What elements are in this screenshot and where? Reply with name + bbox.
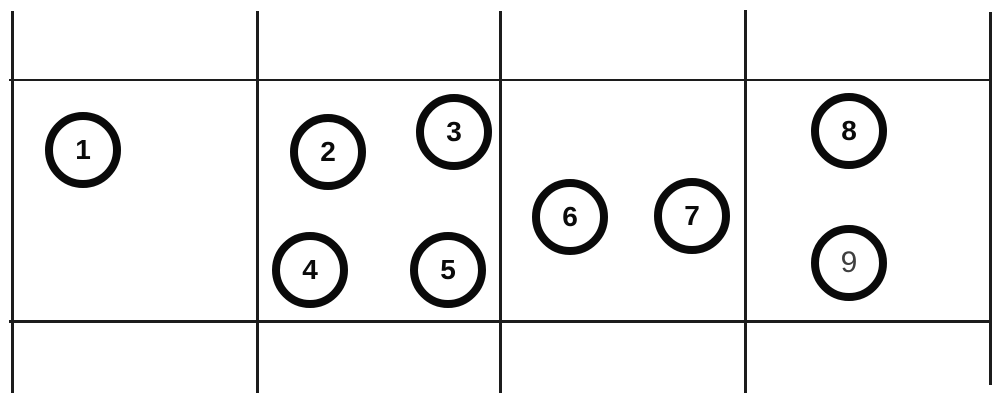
grid-horizontal-line — [9, 78, 991, 82]
counter-circle: 9 — [811, 225, 887, 301]
counter-label: 3 — [446, 116, 462, 147]
grid-vertical-line — [10, 11, 14, 393]
counter-label: 7 — [684, 200, 700, 231]
counter-label: 4 — [302, 254, 318, 285]
counter-circle: 7 — [654, 178, 730, 254]
counter-label: 6 — [562, 201, 578, 232]
counter-label: 5 — [440, 254, 456, 285]
counter-label: 1 — [75, 134, 91, 165]
grid-vertical-line — [498, 11, 502, 393]
counter-circle: 1 — [45, 112, 121, 188]
counter-circle: 5 — [410, 232, 486, 308]
counter-label: 2 — [320, 136, 336, 167]
counter-circle: 4 — [272, 232, 348, 308]
grid-vertical-line — [743, 10, 747, 393]
counter-circle: 2 — [290, 114, 366, 190]
grid-horizontal-line — [9, 320, 991, 323]
counter-label: 8 — [841, 115, 857, 146]
counter-circle: 8 — [811, 93, 887, 169]
grid-vertical-line — [988, 12, 992, 385]
counter-circle: 6 — [532, 179, 608, 255]
grid-vertical-line — [255, 11, 259, 393]
counter-circle: 3 — [416, 94, 492, 170]
counter-label: 9 — [840, 246, 858, 279]
